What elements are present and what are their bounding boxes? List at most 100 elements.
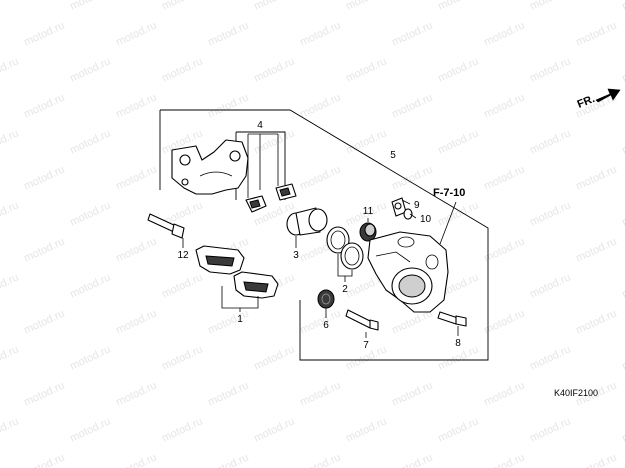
watermark-text: motod.ru [298, 379, 342, 408]
watermark-text: motod.ru [436, 55, 480, 84]
watermark-text: motod.ru [482, 379, 526, 408]
mounting-bolt-8 [437, 311, 467, 327]
watermark-text: motod.ru [344, 415, 388, 444]
watermark-text: motod.ru [482, 451, 526, 468]
watermark-text: motod.ru [114, 163, 158, 192]
watermark-text: motod.ru [344, 127, 388, 156]
watermark-text: motod.ru [620, 415, 625, 444]
watermark-text: motod.ru [0, 199, 21, 228]
callout-8: 8 [455, 338, 461, 349]
watermark-text: motod.ru [0, 271, 21, 300]
watermark-text: motod.ru [482, 19, 526, 48]
watermark-text: motod.ru [298, 91, 342, 120]
watermark-text: motod.ru [160, 271, 204, 300]
watermark-text: motod.ru [574, 451, 618, 468]
callout-12: 12 [177, 250, 189, 261]
callout-1: 1 [237, 314, 243, 325]
watermark-text: motod.ru [528, 343, 572, 372]
bleeder-cap-10 [403, 208, 413, 220]
watermark-text: motod.ru [436, 0, 480, 13]
pad-spring-4 [245, 183, 297, 213]
dust-boot-6 [317, 289, 335, 309]
watermark-text: motod.ru [390, 379, 434, 408]
watermark-text: motod.ru [114, 235, 158, 264]
watermark-text: motod.ru [436, 415, 480, 444]
callout-2: 2 [342, 284, 348, 295]
watermark-text: motod.ru [344, 55, 388, 84]
watermark-text: motod.ru [298, 19, 342, 48]
watermark-text: motod.ru [252, 415, 296, 444]
watermark-text: motod.ru [206, 451, 250, 468]
watermark-text: motod.ru [22, 19, 66, 48]
watermark-text: motod.ru [114, 307, 158, 336]
watermark-text: motod.ru [160, 415, 204, 444]
watermark-text: motod.ru [22, 235, 66, 264]
watermark-text: motod.ru [528, 199, 572, 228]
watermark-text: motod.ru [68, 199, 112, 228]
watermark-text: motod.ru [0, 343, 21, 372]
callout-4: 4 [257, 120, 263, 131]
watermark-text: motod.ru [344, 0, 388, 13]
caliper-bracket [171, 139, 249, 195]
brake-pads-1 [195, 245, 279, 299]
watermark-text: motod.ru [620, 0, 625, 13]
watermark-text: motod.ru [206, 19, 250, 48]
watermark-text: motod.ru [298, 163, 342, 192]
callout-6: 6 [323, 320, 329, 331]
watermark-text: motod.ru [68, 127, 112, 156]
caliper-body [367, 231, 449, 313]
watermark-text: motod.ru [68, 415, 112, 444]
watermark-text: motod.ru [482, 163, 526, 192]
watermark-text: motod.ru [114, 91, 158, 120]
watermark-text: motod.ru [620, 127, 625, 156]
watermark-text: motod.ru [22, 163, 66, 192]
diagram-code: K40IF2100 [554, 388, 598, 398]
callout-9: 9 [414, 200, 420, 211]
watermark-text: motod.ru [114, 451, 158, 468]
piston-seals-2 [326, 226, 364, 270]
slide-pin-7 [345, 309, 379, 331]
watermark-text: motod.ru [0, 55, 21, 84]
watermark-text: motod.ru [206, 379, 250, 408]
watermark-text: motod.ru [528, 55, 572, 84]
callout-11: 11 [363, 206, 374, 217]
watermark-text: motod.ru [68, 343, 112, 372]
watermark-text: motod.ru [252, 0, 296, 13]
watermark-text: motod.ru [574, 19, 618, 48]
watermark-text: motod.ru [68, 0, 112, 13]
watermark-text: motod.ru [206, 91, 250, 120]
watermark-text: motod.ru [482, 235, 526, 264]
watermark-text: motod.ru [390, 19, 434, 48]
watermark-text: motod.ru [252, 343, 296, 372]
watermark-text: motod.ru [22, 379, 66, 408]
watermark-text: motod.ru [206, 307, 250, 336]
watermark-text: motod.ru [298, 307, 342, 336]
leader-lines [182, 133, 459, 338]
callout-5: 5 [390, 150, 396, 161]
watermark-text: motod.ru [114, 379, 158, 408]
watermark-text: motod.ru [390, 451, 434, 468]
watermark-text: motod.ru [528, 0, 572, 13]
reference-label: F-7-10 [433, 187, 465, 199]
watermark-text: motod.ru [620, 271, 625, 300]
callout-3: 3 [293, 250, 299, 261]
watermark-text: motod.ru [436, 199, 480, 228]
watermark-text: motod.ru [620, 55, 625, 84]
watermark-text: motod.ru [574, 307, 618, 336]
watermark-text: motod.ru [160, 0, 204, 13]
piston-3 [286, 207, 328, 236]
watermark-text: motod.ru [68, 271, 112, 300]
watermark-text: motod.ru [22, 307, 66, 336]
watermark-text: motod.ru [620, 199, 625, 228]
watermark-text: motod.ru [482, 91, 526, 120]
watermark-text: motod.ru [22, 451, 66, 468]
watermark-text: motod.ru [528, 271, 572, 300]
watermark-text: motod.ru [114, 19, 158, 48]
watermark-text: motod.ru [298, 451, 342, 468]
watermark-text: motod.ru [620, 343, 625, 372]
watermark-text: motod.ru [160, 55, 204, 84]
watermark-text: motod.ru [390, 91, 434, 120]
boot-11 [359, 222, 377, 242]
watermark-text: motod.ru [0, 415, 21, 444]
